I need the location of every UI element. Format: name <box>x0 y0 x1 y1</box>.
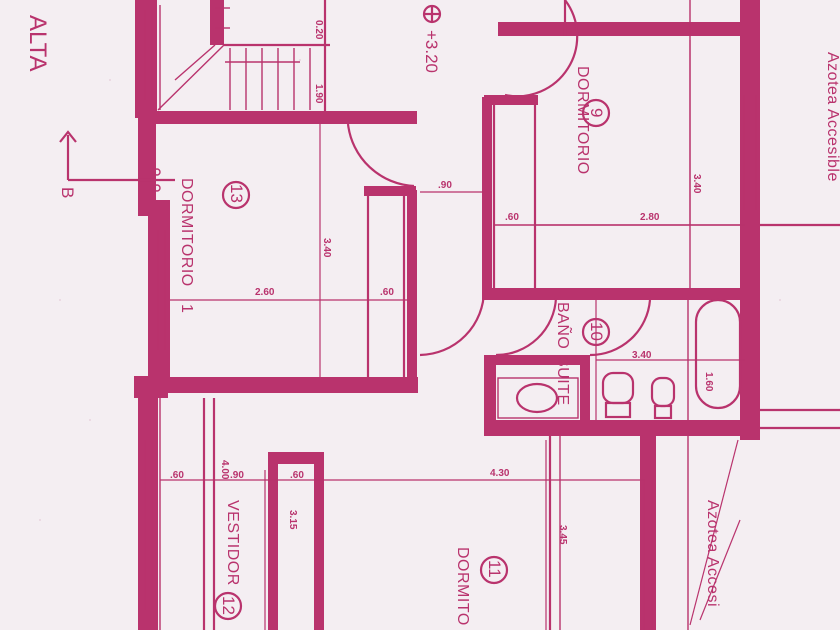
room-10-number: 10 <box>587 322 606 341</box>
paper-texture <box>39 59 781 521</box>
room-number-circles <box>213 98 611 621</box>
room-11-number: 11 <box>485 560 504 578</box>
dim-lower-d: .60 <box>290 470 304 481</box>
room-9-number: 9 <box>587 108 606 117</box>
dim-d9-closet: .60 <box>505 212 519 223</box>
dim-lower-e: 4.30 <box>490 468 510 479</box>
room-13-number: 13 <box>227 184 246 203</box>
level-marker-icon <box>422 4 442 24</box>
dim-d9-horizontal: 2.80 <box>640 212 660 223</box>
windows <box>144 10 757 630</box>
azotea-right-label: Azotea Accesible <box>824 52 840 182</box>
room-13-suffix: 1 <box>178 304 195 313</box>
dim-d13-vertical: 3.40 <box>321 238 332 258</box>
dim-d13-horizontal: 2.60 <box>255 287 275 298</box>
walls <box>134 0 840 630</box>
dimension-lines <box>160 40 745 630</box>
dim-d9-vertical: 3.40 <box>691 174 702 194</box>
room-11-name: DORMITO <box>454 547 471 626</box>
floor-label: ALTA <box>24 15 51 71</box>
room-12-number: 12 <box>219 596 238 615</box>
azotea-bottom-label: Azotea Accesi <box>704 500 721 607</box>
dim-stair-a: 0.20 <box>313 20 324 40</box>
dim-lower-c: .90 <box>230 470 244 481</box>
dim-lower-g: 3.45 <box>557 525 568 545</box>
dim-stair-b: 1.90 <box>313 84 324 104</box>
room-12-name: VESTIDOR <box>224 500 241 586</box>
room-10-name-line1: BAÑO <box>554 302 574 349</box>
dim-door-width: .90 <box>438 180 452 191</box>
dim-tub: 1.60 <box>703 372 714 392</box>
room-10-name-line2: SUITE <box>554 356 571 406</box>
doors <box>346 0 652 357</box>
room-13-name: DORMITORIO <box>178 178 195 287</box>
level-label: +3.20 <box>422 30 441 73</box>
dim-lower-b: 4.00 <box>219 460 230 480</box>
bath-fixtures <box>497 298 742 420</box>
section-marker-label: B <box>58 187 77 198</box>
staircase <box>135 0 330 118</box>
dim-lower-a: .60 <box>170 470 184 481</box>
dim-bath-width: 3.40 <box>632 350 652 361</box>
room-9-name: DORMITORIO <box>574 66 591 175</box>
dim-d13-closet: .60 <box>380 287 394 298</box>
section-arrow <box>59 130 175 192</box>
dim-lower-f: 3.15 <box>287 510 298 530</box>
